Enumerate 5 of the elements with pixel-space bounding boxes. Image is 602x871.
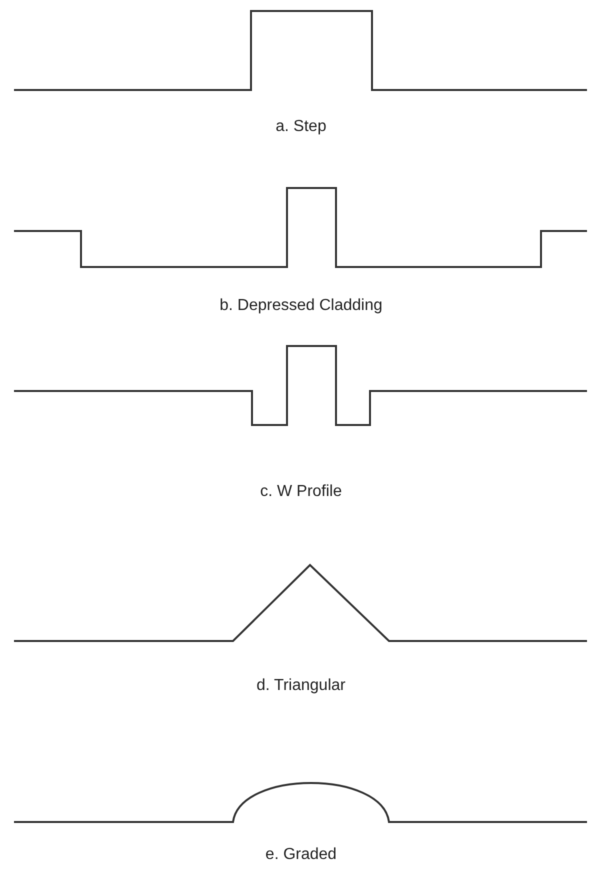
profile-caption: a. Step — [276, 118, 326, 136]
profile-caption: d. Triangular — [256, 677, 346, 695]
profile-caption: b. Depressed Cladding — [220, 297, 382, 315]
profile-caption: e. Graded — [265, 846, 337, 864]
profile-caption: c. W Profile — [260, 483, 342, 501]
